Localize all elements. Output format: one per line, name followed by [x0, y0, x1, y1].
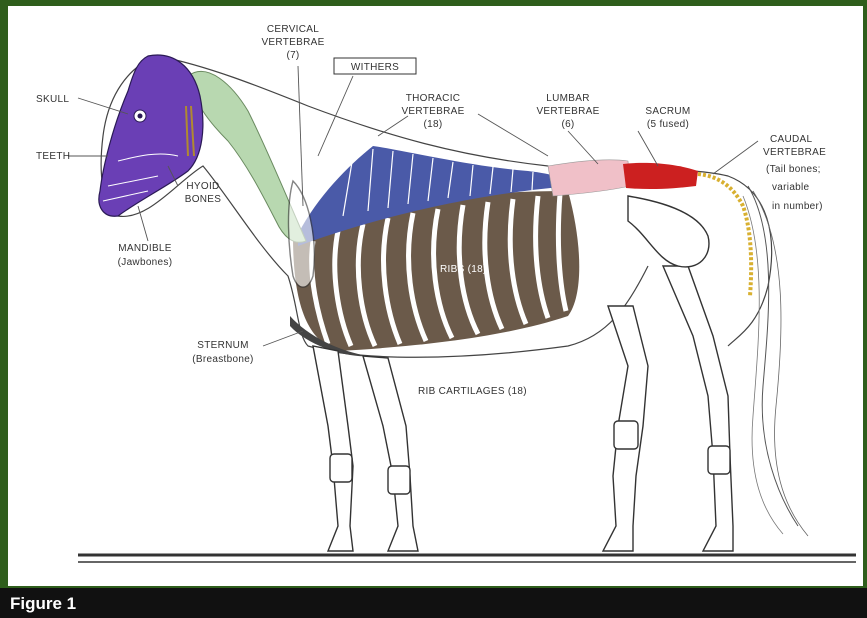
sacrum [623, 163, 698, 189]
caption-bar: Figure 1 [0, 588, 867, 618]
label-lumbar-1: LUMBAR [546, 93, 589, 104]
label-sacrum-2: (5 fused) [647, 119, 689, 130]
label-cervical-2: VERTEBRAE [261, 37, 324, 48]
lumbar-vertebrae [548, 160, 630, 196]
label-withers: WITHERS [351, 62, 399, 73]
label-mandible-2: (Jawbones) [118, 257, 173, 268]
label-ribs: RIBS (18) [440, 264, 487, 275]
label-hyoid-2: BONES [185, 194, 222, 205]
hind-legs [603, 266, 733, 551]
label-thoracic-2: VERTEBRAE [401, 106, 464, 117]
front-legs [313, 346, 418, 551]
label-sternum-2: (Breastbone) [192, 354, 253, 365]
label-thoracic-3: (18) [424, 119, 443, 130]
label-teeth: TEETH [36, 151, 70, 162]
figure-caption: Figure 1 [10, 594, 76, 614]
label-rib-cartilages: RIB CARTILAGES (18) [418, 386, 527, 397]
label-caudal-5: in number) [772, 201, 823, 212]
horse-skeleton-diagram: SKULL TEETH CERVICAL VERTEBRAE (7) WITHE… [8, 6, 863, 586]
label-lumbar-3: (6) [561, 119, 574, 130]
label-caudal-2: VERTEBRAE [763, 147, 826, 158]
label-sternum-1: STERNUM [197, 340, 249, 351]
label-sacrum-1: SACRUM [645, 106, 690, 117]
scapula [288, 181, 314, 287]
pelvis [628, 196, 709, 267]
label-cervical-1: CERVICAL [267, 24, 319, 35]
label-caudal-1: CAUDAL [770, 134, 813, 145]
label-mandible-1: MANDIBLE [118, 243, 172, 254]
label-skull: SKULL [36, 94, 69, 105]
label-thoracic-1: THORACIC [406, 93, 461, 104]
label-lumbar-2: VERTEBRAE [536, 106, 599, 117]
diagram-panel: SKULL TEETH CERVICAL VERTEBRAE (7) WITHE… [8, 6, 863, 586]
label-caudal-4: variable [772, 182, 810, 193]
label-caudal-3: (Tail bones; [766, 164, 821, 175]
label-hyoid-1: HYOID [186, 181, 219, 192]
label-cervical-3: (7) [286, 50, 299, 61]
